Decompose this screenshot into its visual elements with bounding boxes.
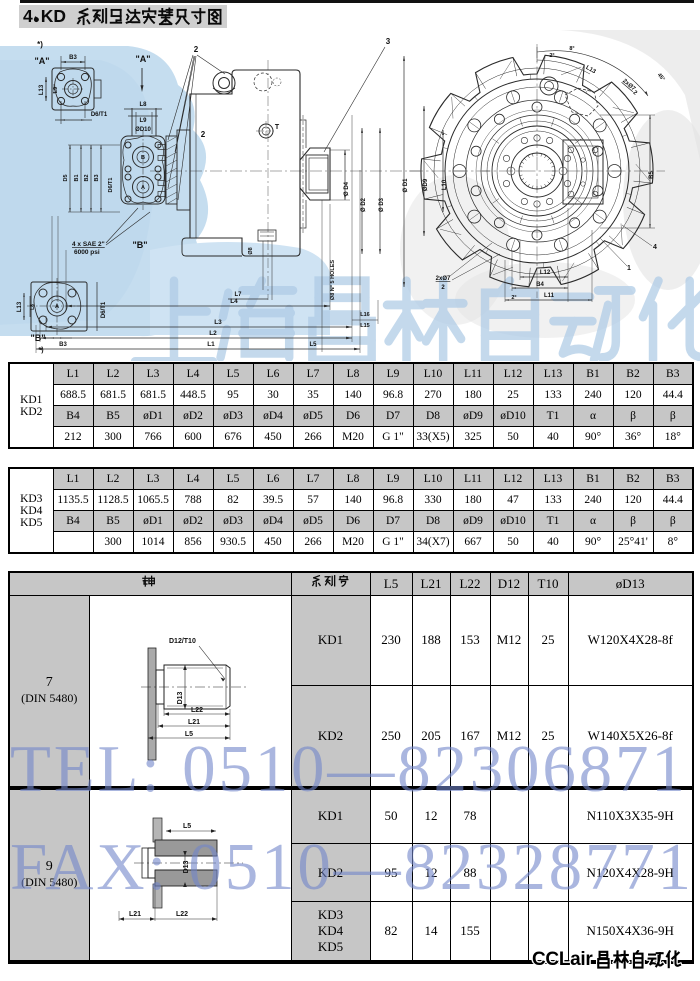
svg-text:D13: D13 <box>183 860 190 873</box>
svg-text:L5: L5 <box>183 823 191 830</box>
svg-text:*): *) <box>38 347 43 354</box>
svg-text:L5: L5 <box>309 342 317 348</box>
svg-text:L9: L9 <box>53 87 59 93</box>
svg-text:L2: L2 <box>209 330 217 337</box>
svg-text:Ø D3: Ø D3 <box>379 197 385 212</box>
svg-text:2°: 2° <box>549 53 554 59</box>
svg-text:B3: B3 <box>94 174 100 181</box>
svg-text:L16: L16 <box>360 312 369 318</box>
svg-text:L1: L1 <box>207 341 215 348</box>
svg-text:ØD10: ØD10 <box>135 127 151 133</box>
svg-text:"A": "A" <box>34 56 49 66</box>
svg-text:8°: 8° <box>569 46 574 52</box>
svg-text:D13: D13 <box>177 691 184 704</box>
svg-text:L8: L8 <box>30 304 36 310</box>
svg-text:L5: L5 <box>185 731 193 738</box>
svg-text:3: 3 <box>386 37 391 46</box>
svg-text:B3: B3 <box>69 55 77 61</box>
svg-text:2: 2 <box>201 130 206 139</box>
svg-text:L8: L8 <box>139 102 147 108</box>
svg-text:"B": "B" <box>30 333 45 343</box>
svg-text:Ø D4: Ø D4 <box>344 181 350 196</box>
svg-text:6000 psi: 6000 psi <box>74 249 100 256</box>
svg-text:"B": "B" <box>132 240 147 250</box>
svg-text:2xØ7: 2xØ7 <box>436 276 451 282</box>
svg-text:2: 2 <box>441 285 445 291</box>
svg-text:4 x SAE 2": 4 x SAE 2" <box>72 241 105 248</box>
svg-text:4: 4 <box>653 244 657 251</box>
svg-text:Ø D2: Ø D2 <box>361 197 367 212</box>
svg-text:T: T <box>275 124 280 131</box>
svg-text:1: 1 <box>627 265 631 272</box>
svg-text:L11: L11 <box>544 293 555 299</box>
svg-text:L13: L13 <box>39 84 45 95</box>
svg-text:2: 2 <box>631 90 638 97</box>
svg-text:B2: B2 <box>84 174 90 181</box>
svg-text:B5: B5 <box>649 171 655 179</box>
svg-text:D6/T1: D6/T1 <box>91 112 108 118</box>
svg-text:D6/T1: D6/T1 <box>108 178 114 193</box>
svg-text:L22: L22 <box>176 911 188 918</box>
svg-text:45°: 45° <box>656 72 666 82</box>
svg-text:B4: B4 <box>536 282 544 288</box>
svg-text:B1: B1 <box>74 174 80 181</box>
svg-text:L15: L15 <box>360 323 369 329</box>
svg-text:Ø D1: Ø D1 <box>403 178 409 193</box>
svg-text:L3: L3 <box>214 319 222 326</box>
svg-text:L13: L13 <box>585 65 598 76</box>
svg-text:Ø8: Ø8 <box>248 247 254 254</box>
svg-text:L4: L4 <box>230 298 238 305</box>
svg-text:L7: L7 <box>234 292 242 298</box>
svg-text:D6/T1: D6/T1 <box>101 301 107 318</box>
svg-text:L10: L10 <box>442 179 448 190</box>
svg-text:2: 2 <box>194 45 199 54</box>
svg-text:B3: B3 <box>59 342 67 348</box>
svg-text:L21: L21 <box>188 719 200 726</box>
svg-text:D12/T10: D12/T10 <box>169 638 196 645</box>
svg-text:L13: L13 <box>17 301 23 312</box>
svg-text:D5: D5 <box>63 174 69 181</box>
svg-text:ØD9: ØD9 <box>423 178 429 191</box>
svg-text:*): *) <box>37 40 43 49</box>
svg-text:"A": "A" <box>135 54 150 64</box>
svg-text:L22: L22 <box>191 707 203 714</box>
svg-text:L21: L21 <box>129 911 141 918</box>
svg-text:L9: L9 <box>139 118 147 124</box>
svg-text:2°: 2° <box>511 295 516 301</box>
svg-text:A: A <box>141 185 145 191</box>
svg-text:L12: L12 <box>540 270 551 276</box>
svg-text:Ø8 N° 5 HOLES: Ø8 N° 5 HOLES <box>330 260 336 300</box>
